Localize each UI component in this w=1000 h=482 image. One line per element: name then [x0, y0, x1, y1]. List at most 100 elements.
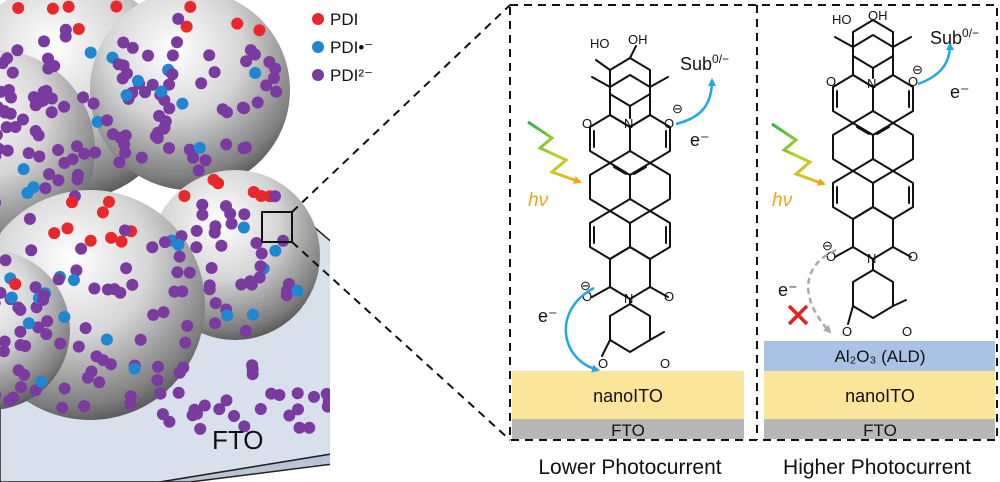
pdi-dot: [120, 262, 133, 275]
pdi-dot: [23, 212, 36, 225]
atom-label: O: [582, 116, 592, 131]
pdi-dot: [84, 46, 97, 59]
pdi-dot: [196, 208, 209, 221]
pdi-dot: [70, 264, 83, 277]
injection-electron-label: e⁻: [778, 280, 798, 300]
pdi-dot: [203, 49, 216, 62]
pdi-dot: [9, 121, 22, 133]
pdi-dot: [228, 410, 240, 422]
atom-label: N: [867, 76, 876, 91]
pdi-dot: [231, 17, 244, 30]
atom-label: HO: [832, 12, 852, 27]
legend-dot-pdi-radical: [312, 41, 324, 53]
injection-electron-label: e⁻: [538, 306, 558, 326]
atom-label: O: [664, 116, 674, 131]
pdi-dot: [38, 289, 51, 302]
pdi-dot: [171, 36, 183, 49]
pdi-dot: [178, 190, 191, 202]
layer-label-al2o3: Al₂O₃ (ALD): [835, 347, 926, 366]
pdi-dot: [188, 403, 201, 416]
pdi-dot: [132, 74, 144, 87]
pdi-dot: [220, 138, 233, 151]
pdi-dot: [268, 72, 280, 84]
pdi-dot: [96, 206, 109, 219]
pdi-dot: [250, 237, 263, 249]
pdi-dot: [90, 350, 103, 363]
atom-label: N: [624, 291, 633, 306]
pdi-dot: [56, 401, 69, 414]
pdi-dot: [52, 174, 65, 187]
pdi-dot: [283, 409, 296, 422]
pdi-dot: [58, 382, 71, 395]
pdi-dot: [238, 208, 251, 221]
pdi-dot: [224, 207, 237, 220]
pdi-dot: [308, 390, 320, 403]
pdi-dot: [37, 85, 50, 98]
pdi-dot: [166, 68, 179, 81]
pdi-dot: [52, 144, 65, 156]
pdi-dot: [35, 375, 48, 388]
pdi-dot: [157, 122, 170, 135]
pdi-dot: [41, 315, 54, 328]
pdi-dot: [168, 285, 181, 298]
pdi-dot: [29, 384, 42, 397]
legend: PDI PDI•⁻ PDI²⁻: [312, 10, 373, 85]
pdi-dot: [155, 85, 168, 98]
pdi-dot: [0, 300, 1, 306]
pdi-dot: [163, 142, 175, 155]
substrate-label: Sub0/−: [930, 26, 979, 48]
pdi-dot: [166, 49, 179, 62]
pdi-dot: [269, 244, 282, 257]
atom-label: N: [867, 251, 876, 266]
layer-label-nanoito: nanoITO: [845, 386, 915, 406]
pdi-dot: [237, 142, 250, 155]
pdi-dot: [208, 66, 221, 79]
pdi-dot: [213, 403, 226, 416]
substrate-reduction-arrow: [917, 42, 954, 86]
pdi-dot: [291, 284, 304, 297]
pdi-dot: [120, 89, 133, 102]
atom-label: ⊖: [822, 238, 833, 253]
atom-label: O: [598, 356, 608, 371]
pdi-dot: [21, 187, 34, 199]
pdi-dot: [151, 374, 164, 387]
layer-label-fto: FTO: [863, 421, 897, 440]
pdi-dot: [253, 24, 266, 37]
pdi-dot: [54, 337, 67, 350]
pdi-dot: [215, 239, 228, 252]
pdi-dot: [190, 224, 203, 237]
pdi-dot: [156, 408, 169, 421]
pdi-dot: [172, 238, 185, 251]
pdi-dot: [277, 234, 290, 247]
pdi-dot: [42, 62, 55, 75]
pdi-dot: [134, 333, 147, 346]
pdi-dot: [72, 23, 85, 35]
caption-higher-photocurrent: Higher Photocurrent: [783, 456, 971, 479]
pdi-dot: [157, 306, 170, 319]
pdi-structure-higher: HO OH N O O ⊖ N O O ⊖ O O: [822, 8, 923, 339]
pdi-dot: [254, 260, 267, 273]
pdi-dot: [253, 271, 266, 284]
pdi-dot: [254, 403, 267, 415]
layer-label-fto: FTO: [611, 421, 645, 440]
layer-nanoito: [512, 371, 744, 419]
pdi-dot: [78, 400, 91, 413]
pdi-dot: [248, 48, 261, 61]
pdi-dot: [270, 85, 283, 98]
pdi-dot: [103, 195, 115, 208]
legend-label-pdi-dianion: PDI²⁻: [330, 66, 373, 85]
atom-label: O: [664, 289, 674, 304]
zoom-box: [261, 211, 293, 243]
atom-label: ⊖: [912, 62, 923, 77]
pdi-dot: [0, 199, 2, 206]
pdi-dot: [29, 99, 42, 112]
pdi-dot: [260, 79, 273, 92]
pdi-dot: [146, 78, 159, 91]
pdi-dot: [293, 421, 306, 434]
atom-label: O: [842, 324, 852, 339]
atom-label: N: [624, 116, 633, 131]
pdi-dot: [237, 221, 250, 234]
pdi-dot: [32, 129, 45, 142]
pdi-dot: [115, 235, 128, 248]
pdi-dot: [6, 66, 19, 79]
